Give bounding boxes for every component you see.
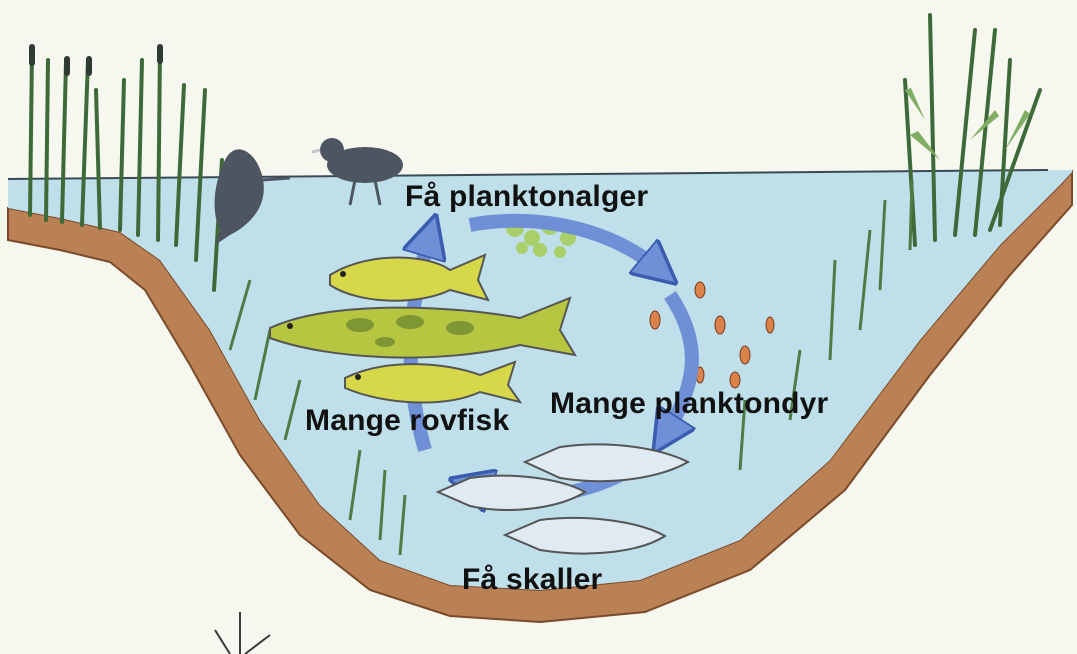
label-few-plankton-algae: Få planktonalger <box>405 180 648 214</box>
label-many-predatory-fish: Mange rovfisk <box>305 404 509 438</box>
label-many-zooplankton: Mange planktondyr <box>550 387 828 421</box>
label-few-roach: Få skaller <box>462 563 602 597</box>
